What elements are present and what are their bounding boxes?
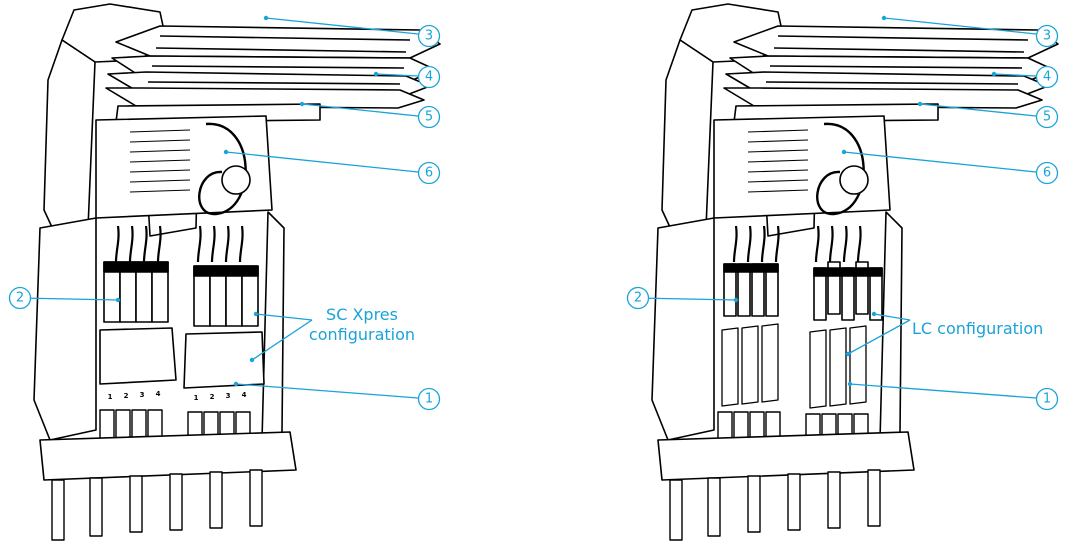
leader-dot [733,297,739,303]
port-number-4: 4 [156,390,161,398]
leader-line [873,313,911,321]
callout-number: 1 [1043,392,1051,407]
leader-dot [871,311,877,317]
callout-badge-4 [417,65,441,89]
leader-line [301,103,419,117]
callout-number: 4 [425,70,433,85]
leader-dot [253,311,259,317]
lc-configuration-label: LC configuration [912,319,1043,338]
leader-line [375,73,419,77]
callout-number: 5 [1043,110,1051,125]
callout-number: 2 [16,291,24,306]
lc-adapter-row-left [723,263,779,317]
callout-badge-4 [1035,65,1059,89]
leader-line [251,319,313,361]
leader-line [883,17,1037,35]
sc-xpres-label-line1: SC Xpres [326,305,398,324]
port-number-3: 3 [226,392,231,400]
callout-number: 5 [425,110,433,125]
port-number-2: 2 [124,392,129,400]
callout-badge-2 [626,286,650,310]
port-number-1: 1 [194,394,199,402]
splice-tray-stack [105,25,441,109]
port-number-2: 2 [210,393,215,401]
callout-number: 2 [634,291,642,306]
lc-adapter-row-right [813,261,883,321]
sc-adapter-row-left [103,261,169,323]
leader-dot [263,15,269,21]
leader-dot [249,357,255,363]
leader-line [255,313,313,321]
leader-line [235,383,419,399]
leader-dot [841,149,847,155]
callout-badge-3 [1035,24,1059,48]
leader-dot [845,351,851,357]
leader-line [919,103,1037,117]
sc-adapter-row-right [193,265,259,327]
callout-badge-1 [1035,387,1059,411]
leader-line [637,297,737,301]
leader-line [19,297,119,301]
callout-badge-1 [417,387,441,411]
leader-dot [991,71,997,77]
callout-number: 1 [425,392,433,407]
port-number-3: 3 [140,391,145,399]
leader-dot [115,297,121,303]
leader-line [847,319,911,355]
leader-line [993,73,1037,77]
leader-dot [233,381,239,387]
callout-badge-6 [1035,161,1059,185]
sc-xpres-closure-illustration [33,3,441,541]
leader-line [849,383,1037,399]
port-number-4: 4 [242,391,247,399]
callout-badge-6 [417,161,441,185]
leader-dot [373,71,379,77]
callout-badge-2 [8,286,32,310]
callout-badge-5 [417,105,441,129]
splice-tray-stack [723,25,1059,109]
port-number-1: 1 [108,393,113,401]
callout-number: 3 [1043,29,1051,44]
callout-number: 6 [1043,166,1051,181]
callout-badge-3 [417,24,441,48]
callout-number: 6 [425,166,433,181]
leader-line [265,17,419,35]
callout-badge-5 [1035,105,1059,129]
callout-number: 4 [1043,70,1051,85]
leader-dot [917,101,923,107]
leader-dot [223,149,229,155]
sc-xpres-label-line2: configuration [309,325,415,344]
lc-closure-illustration [651,3,1059,541]
leader-dot [299,101,305,107]
callout-number: 3 [425,29,433,44]
leader-line [843,151,1037,173]
leader-dot [847,381,853,387]
leader-line [225,151,419,173]
leader-dot [881,15,887,21]
